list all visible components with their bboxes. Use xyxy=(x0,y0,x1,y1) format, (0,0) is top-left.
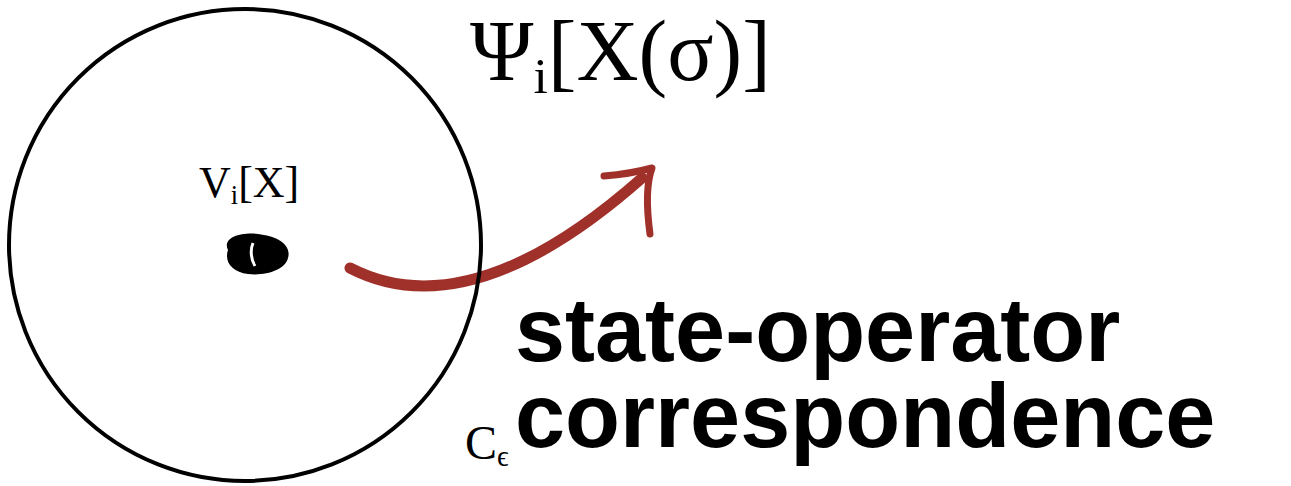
glyph: V xyxy=(199,158,231,207)
glyph: o xyxy=(755,280,810,380)
blob-highlight xyxy=(251,243,255,266)
glyph: t xyxy=(565,280,595,380)
state-label: Ψi[X(σ)] xyxy=(470,4,771,105)
arrow-head xyxy=(604,168,652,234)
glyph: p xyxy=(790,366,845,466)
region-circle: Vi[X]Cϵ xyxy=(7,7,483,483)
glyph: r xyxy=(915,280,950,380)
glyph: e xyxy=(675,280,725,380)
glyph: i xyxy=(231,180,238,210)
glyph: a xyxy=(950,280,1000,380)
glyph: n xyxy=(1060,366,1115,466)
map-arrow xyxy=(350,178,642,286)
glyph: a xyxy=(595,280,645,380)
glyph: X xyxy=(253,158,285,207)
glyph: p xyxy=(810,280,865,380)
glyph: n xyxy=(900,366,955,466)
glyph: Ψ xyxy=(470,3,533,99)
glyph: C xyxy=(465,416,497,469)
glyph: r xyxy=(1085,280,1120,380)
glyph: e xyxy=(1165,366,1215,466)
glyph: ϵ xyxy=(497,440,509,472)
glyph: i xyxy=(533,47,547,104)
glyph: e xyxy=(1010,366,1060,466)
glyph: c xyxy=(515,366,565,466)
circle-line xyxy=(9,9,481,481)
glyph: X xyxy=(576,3,638,99)
glyph: o xyxy=(845,366,900,466)
circle-outline xyxy=(7,7,483,483)
glyph: t xyxy=(645,280,675,380)
glyph: ] xyxy=(285,158,300,207)
glyph: s xyxy=(740,366,790,466)
glyph: o xyxy=(1030,280,1085,380)
operator-label: Vi[X] xyxy=(199,157,299,211)
caption-text: state-operator correspondence xyxy=(515,288,1245,459)
glyph: r xyxy=(620,366,655,466)
glyph: - xyxy=(725,280,755,380)
contour-label: Cϵ xyxy=(465,415,509,473)
glyph: d xyxy=(955,366,1010,466)
glyph: σ xyxy=(667,3,713,99)
operator-blob xyxy=(227,234,289,275)
glyph: o xyxy=(565,366,620,466)
glyph: e xyxy=(865,280,915,380)
glyph: ( xyxy=(639,3,668,99)
glyph: r xyxy=(655,366,690,466)
glyph: s xyxy=(515,280,565,380)
glyph: ) xyxy=(714,3,743,99)
glyph: t xyxy=(1000,280,1030,380)
glyph: c xyxy=(1115,366,1165,466)
glyph: e xyxy=(690,366,740,466)
glyph: [ xyxy=(238,158,253,207)
glyph: [ xyxy=(548,3,577,99)
glyph: ] xyxy=(742,3,771,99)
